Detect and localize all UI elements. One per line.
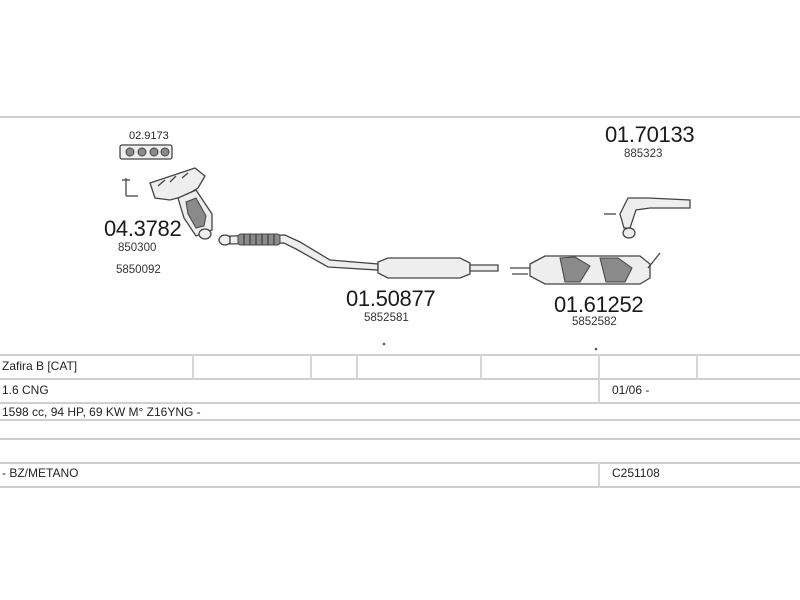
stud-drawing [122,178,138,197]
date-range: 01/06 - [612,383,650,397]
table-col-divider [598,463,600,487]
engine-type: 1.6 CNG [2,383,49,397]
tail-pipe-drawing [604,197,691,239]
table-line-7 [0,486,800,488]
front-pipe-part-number: 01.50877 [346,286,436,311]
rear-silencer-drawing [510,252,661,285]
table-line-6 [0,462,800,464]
table-line-3 [0,402,800,404]
fuel-type: - BZ/METANO [2,466,79,480]
manifold-oem-1: 850300 [118,242,157,254]
table-col-divider [480,355,482,379]
table-line-4 [0,419,800,421]
table-col-divider [598,355,600,403]
table-line-5 [0,438,800,440]
manifold-part-number: 04.3782 [104,216,182,241]
table-line-1 [0,354,800,356]
tail-pipe-oem: 885323 [624,148,663,160]
diagram-top-border [0,116,800,118]
tail-pipe-part-number: 01.70133 [605,122,695,147]
table-col-divider [310,355,312,379]
table-line-2 [0,378,800,380]
manifold-oem-2: 5850092 [116,264,161,276]
exhaust-diagram: 02.9173 04.3782 850300 5850092 01.50877 … [0,118,800,355]
gasket-set-part-number: 02.9173 [129,130,169,142]
marker-dot [382,342,386,346]
gasket-set-drawing [119,144,173,160]
manifold-catalyst-drawing [149,167,213,240]
marker-dot [594,347,598,351]
front-pipe-oem: 5852581 [364,312,409,324]
engine-specs: 1598 cc, 94 HP, 69 KW M° Z16YNG - [2,405,201,419]
catalog-code: C251108 [612,466,660,480]
front-pipe-drawing [218,233,499,279]
table-col-divider [356,355,358,379]
vehicle-model: Zafira B [CAT] [2,359,78,373]
table-col-divider [192,355,194,379]
rear-silencer-oem: 5852582 [572,316,617,328]
rear-silencer-part-number: 01.61252 [554,292,644,317]
table-col-divider [696,355,698,379]
